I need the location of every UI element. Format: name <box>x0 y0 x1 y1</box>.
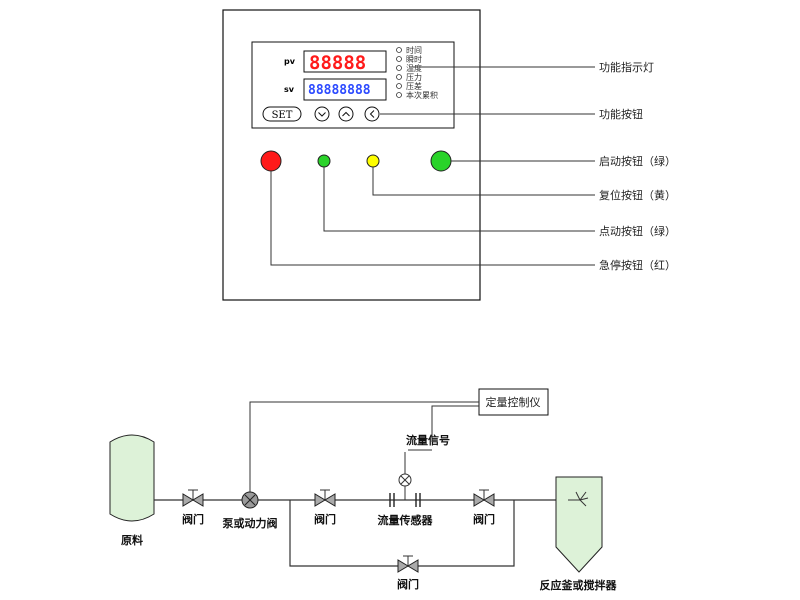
chevron-left-icon <box>369 110 375 118</box>
callout-jog-button: 点动按钮（绿） <box>599 224 676 238</box>
sv-label: sv <box>284 85 295 94</box>
flow-sensor-label: 流量传感器 <box>378 513 434 527</box>
callout-reset-button: 复位按钮（黄） <box>599 188 676 202</box>
valve-2-label: 阀门 <box>314 512 336 526</box>
down-button[interactable] <box>314 106 330 122</box>
control-signal-line <box>249 401 479 492</box>
flow-sensor-icon <box>389 493 421 507</box>
left-button[interactable] <box>364 106 380 122</box>
reactor-label: 反应釜或搅拌器 <box>540 578 618 592</box>
indicator-label: 压力 <box>406 72 422 82</box>
start-button[interactable] <box>430 150 452 172</box>
bypass-valve-label: 阀门 <box>397 577 419 591</box>
chevron-down-icon <box>318 112 326 117</box>
indicator-label: 时间 <box>406 45 422 55</box>
indicator-lamp-icon <box>396 83 402 89</box>
pump-label: 泵或动力阀 <box>223 516 278 530</box>
callout-line-reset <box>372 167 595 196</box>
quantitative-controller-box <box>478 388 549 416</box>
emergency-stop-button[interactable] <box>260 150 282 172</box>
valve-2-icon <box>314 489 336 507</box>
reactor-vessel <box>555 476 603 573</box>
sv-value: 88888888 <box>308 83 371 98</box>
sv-display <box>303 78 387 101</box>
indicator-lamp-icon <box>396 65 402 71</box>
indicator-label: 温度 <box>406 63 422 73</box>
set-button[interactable] <box>262 106 302 122</box>
valve-3-icon <box>473 489 495 507</box>
callout-line-jog <box>323 167 595 232</box>
chevron-up-icon <box>342 111 350 117</box>
bypass-valve-icon <box>397 555 419 573</box>
pv-label: pv <box>284 57 296 66</box>
callout-estop-button: 急停按钮（红） <box>599 258 676 272</box>
valve-3-label: 阀门 <box>473 512 495 526</box>
callout-indicator-lamps: 功能指示灯 <box>599 60 654 74</box>
indicator-lamp-icon <box>396 47 402 53</box>
indicator-list: 时间 瞬时 温度 压力 压差 本次累积 <box>396 45 438 100</box>
pv-value: 88888 <box>309 52 366 74</box>
callout-start-button: 启动按钮（绿） <box>599 154 676 168</box>
set-button-label: SET <box>272 110 293 121</box>
indicator-lamp-icon <box>396 74 402 80</box>
callout-function-buttons: 功能按钮 <box>599 107 643 121</box>
raw-material-tank <box>109 434 155 522</box>
callout-line-estop <box>270 171 595 266</box>
indicator-lamp-icon <box>396 92 402 98</box>
spray-nozzle-icon <box>568 491 589 507</box>
flow-signal-label: 流量信号 <box>406 433 450 447</box>
indicator-label: 瞬时 <box>406 54 422 64</box>
bypass-pipe <box>289 500 515 567</box>
indicator-label: 压差 <box>406 81 422 91</box>
flow-signal-line <box>431 405 479 442</box>
pump-icon <box>241 491 259 509</box>
valve-1-label: 阀门 <box>182 512 204 526</box>
pv-display <box>303 50 387 73</box>
raw-material-label: 原料 <box>121 533 143 547</box>
indicator-lamp-icon <box>396 56 402 62</box>
jog-button[interactable] <box>317 154 331 168</box>
controller-label: 定量控制仪 <box>486 395 541 409</box>
up-button[interactable] <box>338 106 354 122</box>
valve-1-icon <box>182 489 204 507</box>
flow-meter-icon <box>398 473 412 487</box>
reset-button[interactable] <box>366 154 380 168</box>
indicator-label: 本次累积 <box>406 90 438 100</box>
